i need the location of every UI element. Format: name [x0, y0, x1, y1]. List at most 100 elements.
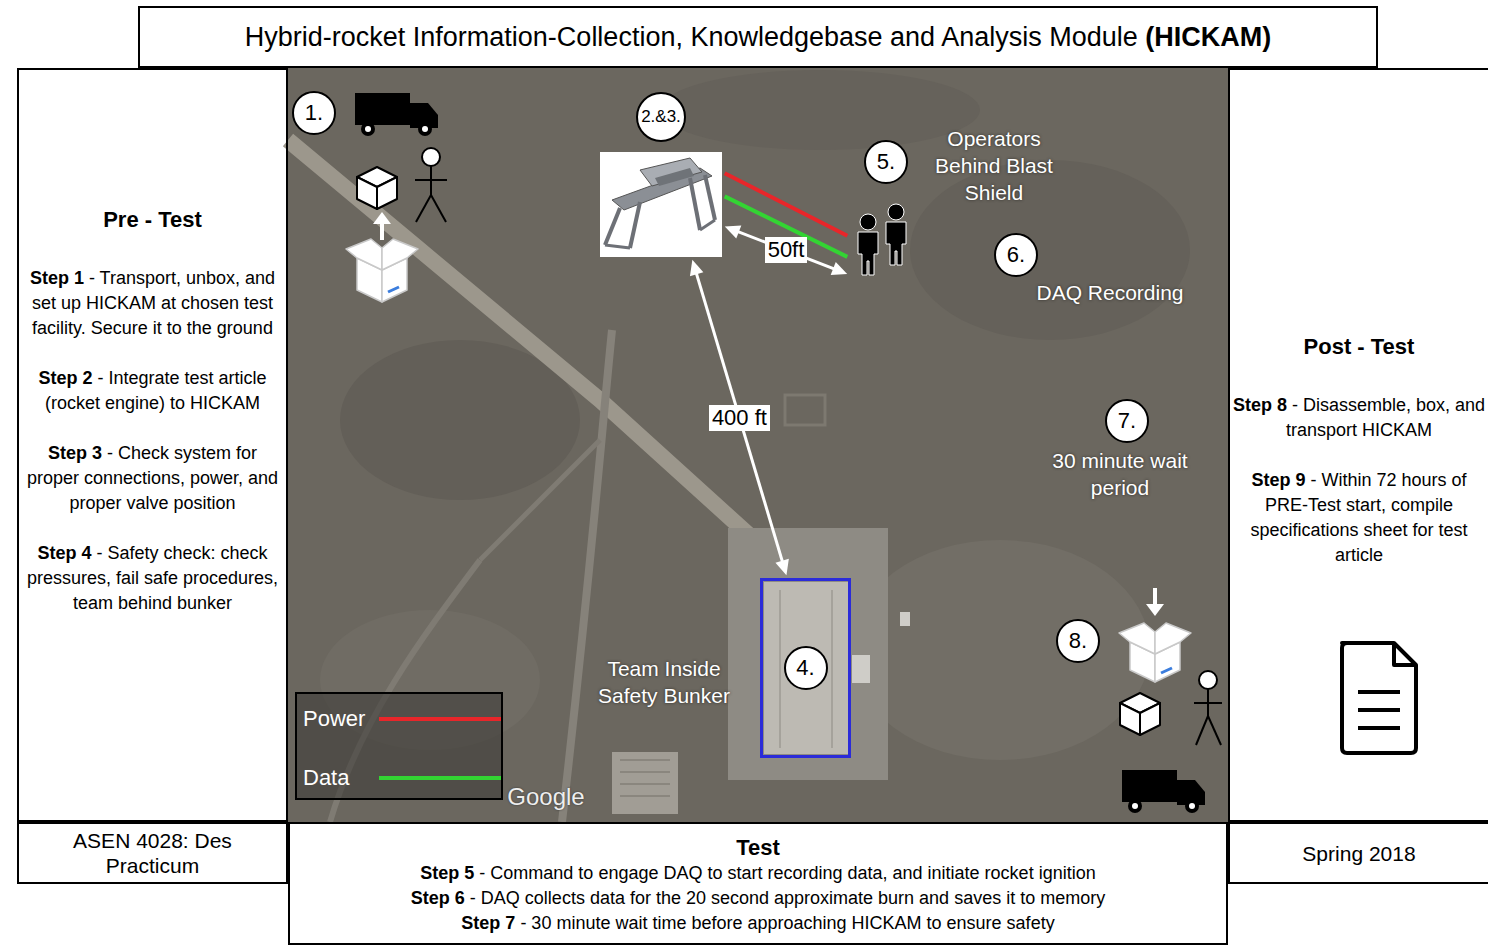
- diagram-title: Hybrid-rocket Information-Collection, Kn…: [245, 22, 1271, 53]
- term-cell: Spring 2018: [1228, 822, 1488, 884]
- legend-line-sample: [379, 775, 501, 781]
- pack-arrow: [1153, 588, 1157, 606]
- truck-icon: [1122, 770, 1205, 813]
- operator-figures: [858, 232, 878, 275]
- dimension-arrow: [725, 225, 847, 275]
- callout-number: 8.: [1056, 619, 1100, 663]
- callout-number: 6.: [994, 233, 1038, 277]
- step-text: Step 9 - Within 72 hours of PRE-Test sta…: [1231, 468, 1487, 568]
- unbox-arrow: [373, 212, 391, 224]
- satellite-map: [910, 160, 1190, 340]
- callout-number: 2.&3.: [636, 92, 686, 142]
- satellite-map: [288, 68, 1228, 822]
- operator-figures: [860, 214, 876, 230]
- cube-icon: [1140, 703, 1160, 735]
- satellite-map: [620, 783, 670, 785]
- open-box-icon: [388, 287, 399, 292]
- satellite-map: [480, 440, 600, 560]
- callout-number: 5.: [864, 140, 908, 184]
- document-icon: [1358, 708, 1400, 712]
- cube-icon: [357, 167, 397, 209]
- title-box: Hybrid-rocket Information-Collection, Kn…: [138, 6, 1378, 68]
- truck-icon: [355, 93, 410, 125]
- step-text: Step 3 - Check system for proper connect…: [20, 441, 285, 516]
- step-number: Step 1: [30, 268, 84, 288]
- dimension-arrow: [736, 231, 836, 270]
- satellite-map: [764, 582, 848, 754]
- step-text: Step 5 - Command to engage DAQ to start …: [294, 861, 1222, 886]
- satellite-map: [900, 612, 910, 626]
- truck-icon: [1122, 770, 1177, 802]
- step-number: Step 7: [461, 913, 515, 933]
- cube-icon: [1120, 693, 1160, 735]
- callout-number: 7.: [1105, 399, 1149, 443]
- cell-text: ASEN 4028: Des Practicum: [53, 828, 253, 878]
- legend-label: Data: [303, 764, 349, 792]
- test-stand-picture: [600, 152, 722, 257]
- open-box-icon: [382, 239, 418, 270]
- map-label: Operators Behind Blast Shield: [924, 125, 1064, 206]
- arrow-head: [690, 260, 703, 276]
- unbox-arrow: [373, 212, 391, 240]
- open-box-icon: [1119, 623, 1191, 682]
- open-box-icon: [1119, 623, 1155, 654]
- map-label: 30 minute wait period: [1038, 447, 1203, 501]
- callout-number: 1.: [292, 91, 336, 135]
- test-stand-picture: [655, 168, 694, 186]
- truck-icon: [361, 122, 375, 136]
- step-text: Step 8 - Disassemble, box, and transport…: [1231, 393, 1487, 443]
- watermark: Google: [486, 783, 606, 811]
- safety-bunker: 4.: [760, 578, 851, 758]
- step-number: Step 4: [37, 543, 91, 563]
- step-number: Step 3: [48, 443, 102, 463]
- person-icon: [422, 148, 440, 166]
- test-stand: 2.&3.: [600, 152, 722, 257]
- unbox-arrow: [380, 222, 384, 240]
- satellite-map: [620, 759, 670, 761]
- person-icon: [415, 148, 447, 222]
- panel-heading: Test: [294, 834, 1222, 861]
- satellite-map: [620, 771, 670, 773]
- person-icon: [415, 179, 447, 181]
- legend-box: PowerData: [295, 692, 503, 800]
- open-box-icon: [1155, 623, 1191, 654]
- operator-figures: [888, 204, 904, 220]
- test-stand-picture: [705, 175, 715, 220]
- truck-icon: [1189, 803, 1195, 809]
- arrow-head: [725, 225, 742, 238]
- test-panel: TestStep 5 - Command to engage DAQ to st…: [288, 822, 1228, 945]
- open-box-icon: [346, 239, 418, 302]
- dimension-arrow: [696, 271, 783, 563]
- panel-heading: Post - Test: [1231, 333, 1487, 360]
- satellite-map: [340, 340, 580, 500]
- document-icon: [1342, 643, 1416, 753]
- dimension-arrow: [690, 260, 789, 575]
- dimension-label: 400 ft: [709, 405, 770, 431]
- satellite-map: [562, 330, 612, 822]
- truck-icon: [422, 126, 428, 132]
- legend-label: Power: [303, 705, 365, 733]
- course-cell: ASEN 4028: Des Practicum: [17, 822, 288, 884]
- test-stand-picture: [700, 220, 715, 230]
- satellite-map: [831, 590, 833, 748]
- map-label: Team Inside Safety Bunker: [589, 655, 739, 709]
- panel-heading: Pre - Test: [20, 206, 285, 233]
- legend-entry: Power: [301, 705, 497, 733]
- operators-group: Operators Behind Blast Shield: [850, 205, 917, 275]
- legend-line-sample: [379, 776, 501, 780]
- test-stand-picture: [600, 152, 722, 257]
- step-text: Step 1 - Transport, unbox, and set up HI…: [20, 266, 285, 341]
- open-box-icon: [346, 239, 382, 270]
- pack-arrow: [1146, 588, 1164, 616]
- step-number: Step 2: [38, 368, 92, 388]
- step-text: Step 7 - 30 minute wait time before appr…: [294, 911, 1222, 936]
- document-icon: [1394, 643, 1416, 665]
- callout-number: 4.: [784, 646, 828, 690]
- satellite-map: [779, 590, 781, 748]
- legend-line-sample: [379, 716, 501, 722]
- truck-icon: [418, 122, 432, 136]
- step-number: Step 6: [411, 888, 465, 908]
- truck-icon: [365, 126, 371, 132]
- pre-test-panel: Pre - TestStep 1 - Transport, unbox, and…: [17, 68, 288, 822]
